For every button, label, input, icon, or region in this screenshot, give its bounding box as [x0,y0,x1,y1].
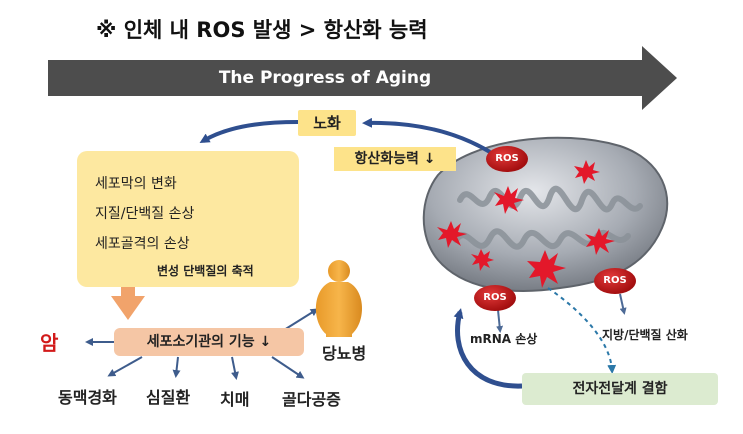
aging-label: 노화 [298,110,356,136]
arrow-to-arteriosclerosis [107,356,143,377]
organelle-function-box: 세포소기관의 기능 ↓ [114,328,304,356]
etc-defect-box: 전자전달계 결함 [522,373,718,405]
ros-badge-left: ROS [474,285,516,311]
damage-item-lipid-protein: 지질/단백질 손상 [95,206,195,222]
arrow-mito-to-etc [547,287,617,374]
arrow-to-dementia [231,356,239,380]
banner-title: The Progress of Aging [218,68,432,88]
diabetes-label: 당뇨병 [322,344,367,363]
mrna-damage-label: mRNA 손상 [470,332,538,346]
lipid-protein-oxidation-label: 지방/단백질 산화 [602,328,688,342]
arrow-aging-to-damage [199,120,299,144]
antioxidant-decrease-label: 항산화능력 ↓ [334,147,456,171]
ros-burst-marks [437,160,615,288]
disease-dementia: 치매 [220,390,250,409]
arrow-to-osteoporosis [271,356,305,379]
disease-osteoporosis: 골다공증 [282,390,341,409]
arrow-etc-to-ros [453,308,523,389]
obese-figure-icon [315,260,363,337]
cancer-label: 암 [40,331,59,355]
disease-heart: 심질환 [146,388,191,407]
arrow-to-heart-disease [172,356,181,378]
arrow-ros-to-mrna [496,309,504,333]
arrow-to-diabetes [283,308,319,331]
arrow-ros-to-lipid [619,293,627,315]
damage-item-cytoskeleton: 세포골격의 손상 [95,236,190,252]
flow-arrows [85,117,627,389]
cell-damage-box [77,151,299,287]
ros-badge-top: ROS [486,146,528,172]
protein-accumulation-label: 변성 단백질의 축적 [157,264,254,278]
arrow-damage-to-organelle [111,256,145,320]
arrow-ros-to-aging [362,117,492,154]
headline: ※ 인체 내 ROS 발생 > 항산화 능력 [96,18,428,42]
disease-arteriosclerosis: 동맥경화 [58,388,117,407]
damage-item-membrane: 세포막의 변화 [95,176,177,192]
ros-badge-right: ROS [594,268,636,294]
aging-banner-arrow [48,46,677,110]
